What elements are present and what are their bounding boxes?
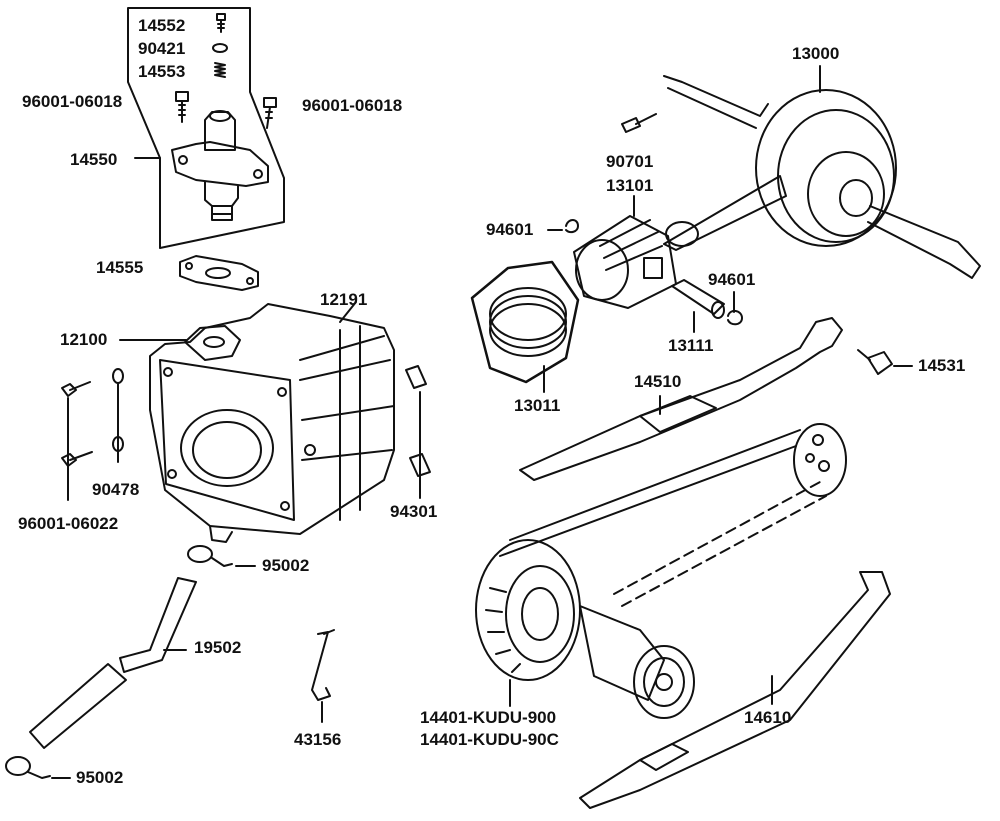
washer-90421-part bbox=[212, 43, 228, 53]
label-94301: 94301 bbox=[390, 502, 438, 521]
stud-96001-06022-part bbox=[61, 381, 93, 467]
label-12100: 12100 bbox=[60, 330, 108, 349]
crankshaft-13000-part bbox=[663, 75, 981, 279]
cam-chain-14401-part bbox=[475, 423, 847, 681]
piston-pin-13111-part bbox=[671, 279, 725, 319]
gasket-14555-part bbox=[179, 255, 259, 291]
label-14550: 14550 bbox=[70, 150, 118, 169]
piston-13101-part bbox=[573, 215, 677, 309]
label-14401-kudu-900: 14401-KUDU-900 bbox=[420, 708, 557, 727]
label-90701: 90701 bbox=[606, 152, 654, 171]
clamp-95002-top-part bbox=[187, 545, 233, 567]
spring-14553-part bbox=[214, 62, 226, 78]
clamp-95002-bottom-part bbox=[5, 756, 51, 779]
label-14510: 14510 bbox=[634, 372, 682, 391]
camshaft-part bbox=[579, 605, 695, 719]
label-14552: 14552 bbox=[138, 16, 186, 35]
label-14553: 14553 bbox=[138, 62, 186, 81]
bolt-96001-06018-right-part bbox=[263, 97, 277, 129]
guide-14510-part bbox=[519, 317, 843, 481]
label-14401-kudu-90c: 14401-KUDU-90C bbox=[420, 730, 559, 749]
label-14610: 14610 bbox=[744, 708, 792, 727]
tensioner-body-part bbox=[171, 110, 269, 221]
clip-94601-right-part bbox=[727, 310, 743, 326]
label-19502: 19502 bbox=[194, 638, 242, 657]
label-13101: 13101 bbox=[606, 176, 654, 195]
clip-43156-part bbox=[311, 629, 335, 701]
piston-rings-13011-part bbox=[470, 260, 580, 384]
label-13111: 13111 bbox=[668, 336, 714, 355]
dowel-94301-part bbox=[405, 365, 431, 477]
label-96001-06022: 96001-06022 bbox=[18, 514, 119, 533]
label-14531: 14531 bbox=[918, 356, 966, 375]
label-95002-bottom: 95002 bbox=[76, 768, 124, 787]
label-96001-06018-left: 96001-06018 bbox=[22, 92, 123, 111]
label-14555: 14555 bbox=[96, 258, 144, 277]
hose-19502-part bbox=[29, 577, 197, 749]
clip-94601-left-part bbox=[565, 219, 579, 234]
label-95002-top: 95002 bbox=[262, 556, 310, 575]
label-90421: 90421 bbox=[138, 39, 186, 58]
tensioner-kit-outline bbox=[127, 7, 285, 249]
label-96001-06018-right: 96001-06018 bbox=[302, 96, 403, 115]
key-90701-part bbox=[621, 117, 641, 133]
guide-14610-part bbox=[579, 571, 891, 809]
label-12191: 12191 bbox=[320, 290, 368, 309]
bolt-96001-06018-left-part bbox=[175, 91, 189, 123]
label-94601-right: 94601 bbox=[708, 270, 756, 289]
label-43156: 43156 bbox=[294, 730, 342, 749]
label-90478: 90478 bbox=[92, 480, 140, 499]
bolt-14552-part bbox=[216, 13, 226, 33]
label-13000: 13000 bbox=[792, 44, 840, 63]
bolt-14531-part bbox=[857, 349, 893, 375]
cylinder-12100-part bbox=[149, 303, 395, 543]
label-13011: 13011 bbox=[514, 396, 561, 415]
label-94601-left: 94601 bbox=[486, 220, 534, 239]
